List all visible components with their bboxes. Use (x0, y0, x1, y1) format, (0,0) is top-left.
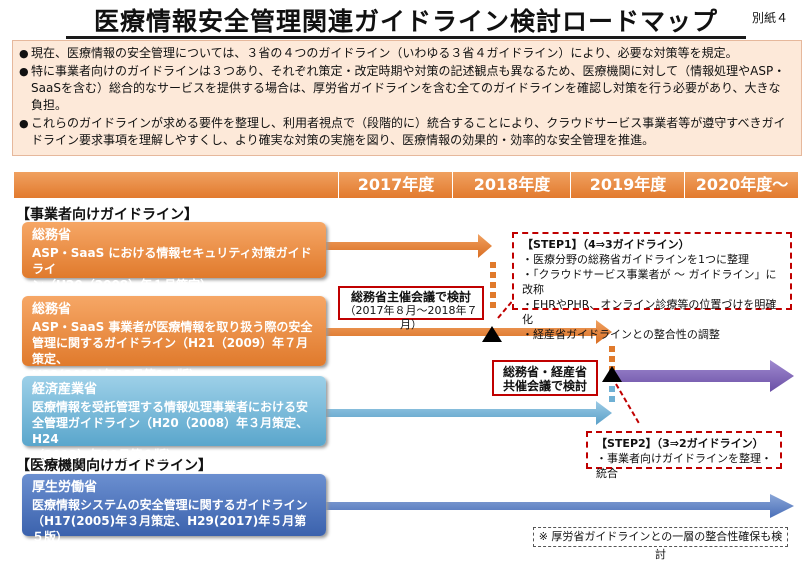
page-title: 医療情報安全管理関連ガイドライン検討ロードマップ (93, 7, 718, 36)
meeting-joint: 総務省・経産省 共催会議で検討 (492, 360, 598, 396)
step1-item: ・EHRやPHR、オンライン診療等の位置づけを明確化 (522, 298, 777, 326)
guideline-text-line: 医療情報を受託管理する情報処理事業者における安 (32, 400, 309, 414)
summary-panel: ●現在、医療情報の安全管理については、３省の４つのガイドライン（いわゆる３省４ガ… (12, 40, 802, 156)
summary-text: 特に事業者向けのガイドラインは３つあり、それぞれ策定・改定時期や対策の記述観点も… (31, 64, 786, 112)
meeting-mic: 総務省主催会議で検討 （2017年８月〜2018年７月） (338, 286, 484, 331)
guideline-org: 厚生労働省 (32, 480, 98, 495)
guideline-text-line: ASP・SaaS 事業者が医療情報を取り扱う際の安全 (32, 320, 313, 334)
milestone-marker (482, 326, 502, 342)
step2-header: 【STEP2】（3⇒2ガイドライン） (596, 437, 764, 450)
summary-text: 現在、医療情報の安全管理については、３省の４つのガイドライン（いわゆる３省４ガイ… (31, 46, 738, 60)
arrow-row1 (326, 234, 492, 258)
guideline-text-line: （2012）年10月第２版） (32, 448, 179, 462)
year-2018: 2018年度 (452, 172, 571, 198)
footnote: ※ 厚労省ガイドラインとの一層の整合性確保も検討 (533, 527, 788, 561)
arrow-row2 (326, 320, 612, 344)
meeting-line: 総務省・経産省 (502, 365, 587, 379)
guideline-text-line: 管理に関するガイドライン（H21（2009）年７月策定、 (32, 336, 309, 366)
arrow-merged (612, 360, 794, 392)
guideline-mhlw: 厚生労働省 医療情報システムの安全管理に関するガイドライン （H17(2005)… (22, 474, 326, 544)
guideline-org: 総務省 (32, 302, 72, 317)
guideline-org: 経済産業省 (32, 382, 98, 397)
guideline-text-line: ン（H20（2008）年１月策定） (32, 278, 213, 292)
step1-item: ・医療分野の総務省ガイドラインを1つに整理 (522, 253, 749, 266)
meeting-line: 共催会議で検討 (502, 379, 587, 393)
guideline-text-line: 全管理ガイドライン（H20（2008）年３月策定、H24 (32, 416, 309, 446)
year-2020: 2020年度〜 (684, 172, 799, 198)
step1-item: ・「クラウドサービス事業者が 〜 ガイドライン」に改称 (522, 268, 777, 296)
year-2019: 2019年度 (570, 172, 685, 198)
section-vendor-guidelines: 【事業者向けガイドライン】 (16, 207, 198, 223)
step1-header: 【STEP1】（4⇒3ガイドライン） (522, 238, 690, 251)
arrow-row4 (326, 494, 794, 518)
step1-item: ・経産省ガイドラインとの整合性の調整 (522, 328, 720, 341)
meeting-title: 総務省主催会議で検討 (350, 290, 471, 304)
guideline-text-line: （H17(2005)年３月策定、H29(2017)年５月第５版） (32, 514, 307, 544)
step2-box: 【STEP2】（3⇒2ガイドライン） ・事業者向けガイドラインを整理・統合 (586, 431, 782, 480)
bullet-icon: ● (19, 65, 29, 78)
summary-item: ●特に事業者向けのガイドラインは３つあり、それぞれ策定・改定時期や対策の記述観点… (19, 63, 791, 114)
guideline-mic-asp-saas: 総務省 ASP・SaaS における情報セキュリティ対策ガイドライ ン（H20（2… (22, 222, 326, 292)
summary-item: ●現在、医療情報の安全管理については、３省の４つのガイドライン（いわゆる３省４ガ… (19, 45, 791, 62)
bullet-icon: ● (19, 47, 29, 60)
guideline-org: 総務省 (32, 228, 72, 243)
step2-item: ・事業者向けガイドラインを整理・統合 (596, 452, 772, 480)
arrow-row3 (326, 401, 612, 425)
summary-text: これらのガイドラインが求める要件を整理し、利用者視点で（段階的に）統合することに… (31, 116, 786, 147)
milestone-marker (602, 366, 622, 382)
section-medical-guidelines: 【医療機関向けガイドライン】 (16, 458, 212, 474)
bullet-icon: ● (19, 117, 29, 130)
title-underline (66, 36, 746, 39)
year-2017: 2017年度 (338, 172, 453, 198)
guideline-meti: 経済産業省 医療情報を受託管理する情報処理事業者における安 全管理ガイドライン（… (22, 376, 326, 462)
guideline-text-line: ASP・SaaS における情報セキュリティ対策ガイドライ (32, 246, 312, 276)
meeting-period: （2017年８月〜2018年７月） (344, 304, 478, 331)
guideline-text-line: 医療情報システムの安全管理に関するガイドライン (32, 498, 308, 512)
summary-item: ●これらのガイドラインが求める要件を整理し、利用者視点で（段階的に）統合すること… (19, 115, 791, 149)
step1-box: 【STEP1】（4⇒3ガイドライン） ・医療分野の総務省ガイドラインを1つに整理… (512, 232, 792, 341)
timeline-header (14, 172, 798, 198)
guideline-mic-medical: 総務省 ASP・SaaS 事業者が医療情報を取り扱う際の安全 管理に関するガイド… (22, 296, 326, 382)
annex-label: 別紙４ (752, 11, 789, 25)
